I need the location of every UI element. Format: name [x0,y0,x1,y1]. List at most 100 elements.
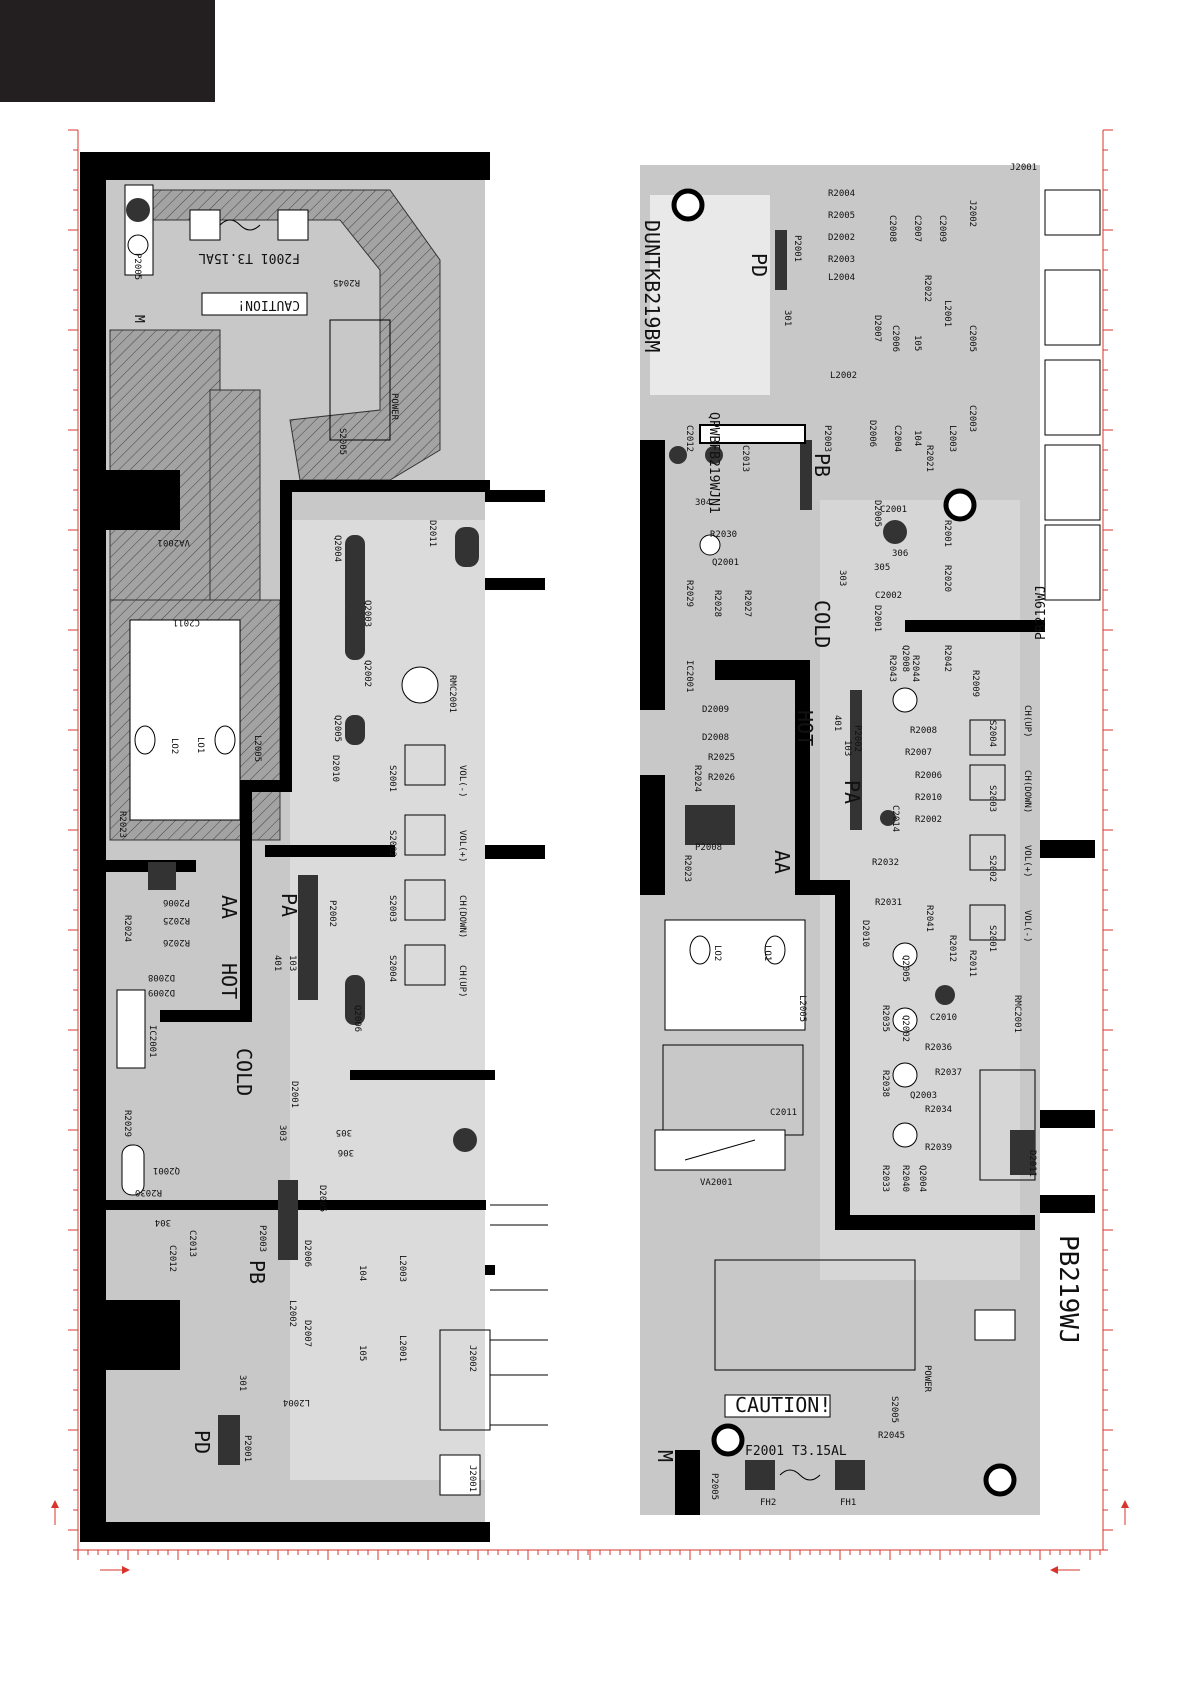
left-connector-p2002 [298,875,318,1000]
left-vol-plus-label: VOL(+) [457,830,467,863]
left-d2008-label: D2008 [148,972,175,982]
right-d2009-label: D2009 [702,705,729,715]
left-power-switch [329,319,391,441]
right-r2041-label: R2041 [924,905,934,932]
left-p2006-label: P2006 [163,897,190,907]
left-d2006-label: D2006 [302,1240,312,1267]
right-c2014-cap [880,810,896,826]
right-r2006-label: R2006 [915,771,942,781]
right-r2021-label: R2021 [924,445,934,472]
right-n301-label: 301 [782,310,792,326]
right-duntk-label: DUNTKB219BM [640,220,664,352]
right-hot-cold-vert1 [795,660,810,885]
right-pa-label: PA [840,780,864,804]
right-caution-box [724,1394,831,1418]
right-rail-b [905,620,1045,632]
left-lo2-label: LO2 [169,738,179,754]
left-edge-notch1 [80,470,180,530]
left-q2001-label: Q2001 [153,1165,180,1175]
right-n306-label: 306 [892,549,908,559]
right-transformer [664,919,806,1031]
right-c2012-label: C2012 [684,425,694,452]
left-l2002-label: L2002 [287,1300,297,1327]
right-j2002-label: J2002 [967,200,977,227]
right-mount-hole-bottom [711,1423,745,1457]
left-rail-b [265,845,395,857]
right-cold-label: COLD [810,600,834,648]
right-c2008-label: C2008 [887,215,897,242]
left-q2006-label: Q2006 [352,1005,362,1032]
right-s2004-label: S2004 [987,720,997,747]
right-hot-cold-vert2 [835,880,850,1230]
left-m-label: M [131,315,146,323]
right-r2043-label: R2043 [887,655,897,682]
left-hot-cold-line3 [240,780,292,792]
left-fuse-holder-fh1 [277,209,309,241]
right-tab1 [1040,840,1095,858]
right-q2003-label: Q2003 [910,1091,937,1101]
left-r2025-label: R2025 [163,915,190,925]
right-q2008-label: Q2008 [900,645,910,672]
right-r2002-label: R2002 [915,815,942,825]
left-n103-label: 103 [287,955,297,971]
right-mount-hole-top [671,188,705,222]
right-lo1-label: LO1 [762,945,772,961]
left-s2005-label: S2005 [337,428,347,455]
right-r2044-label: R2044 [910,655,920,682]
right-p2001-label: P2001 [792,235,802,262]
right-p2005-label: P2005 [709,1473,719,1500]
left-hot-cold-line1 [280,480,490,492]
right-d2011-label: D2011 [1027,1150,1037,1177]
left-q2005-label: Q2005 [332,715,342,742]
left-edge-notch2 [80,1300,180,1370]
left-n306-label: 306 [338,1147,354,1157]
left-p2001-label: P2001 [242,1435,252,1462]
right-d2008-label: D2008 [702,733,729,743]
right-r2025-label: R2025 [708,753,735,763]
right-s2001-label: S2001 [987,925,997,952]
right-r2001-label: R2001 [942,520,952,547]
left-board: F2001 T3.15AL CAUTION! POWER R2045 P2005… [80,152,548,1542]
right-r2009-label: R2009 [970,670,980,697]
left-power-label: POWER [389,393,399,421]
left-caution-box [201,292,308,316]
right-c2012-cap [669,446,687,464]
right-fuse-label: F2001 T3.15AL [745,1444,847,1459]
right-r2028-label: R2028 [712,590,722,617]
right-d2010-label: D2010 [860,920,870,947]
left-edge-left [80,152,106,1522]
right-connector-p2002 [850,690,862,830]
left-s2003-label: S2003 [387,895,397,922]
right-j2001-hidden: J2001 [1010,163,1037,173]
right-connector-p2005 [675,1450,700,1515]
left-r2026-label: R2026 [163,937,190,947]
right-c2011-label: C2011 [770,1108,797,1118]
left-rail-a [350,1070,495,1080]
right-r2010-label: R2010 [915,793,942,803]
left-r2029-label: R2029 [122,1110,132,1137]
right-r2030-label: R2030 [710,530,737,540]
right-c2005-label: C2005 [967,325,977,352]
right-q2001-label: Q2001 [712,558,739,568]
right-hot-label: HOT [793,710,817,746]
ruler-right [590,130,1104,1551]
ruler-left [77,130,590,1551]
left-d2007-label: D2007 [302,1320,312,1347]
right-fuse-holder-fh2 [745,1460,775,1490]
left-ch-down-label: CH(DOWN) [457,895,467,938]
right-c2013-cap [705,446,723,464]
left-tab2 [485,578,545,590]
right-d2001-label: D2001 [872,605,882,632]
left-tact-switches [404,744,446,986]
left-lo1-label: LO1 [195,737,205,753]
left-r2024-label: R2024 [122,915,132,942]
right-rmc-outline [979,1069,1036,1181]
left-ic2001-label: IC2001 [147,1025,157,1058]
right-c2003-label: C2003 [967,405,977,432]
left-p2005-pin1 [126,198,150,222]
right-r2022-label: R2022 [922,275,932,302]
right-r2011-label: R2011 [967,950,977,977]
right-d2002-label: D2002 [828,233,855,243]
right-c2009-label: C2009 [937,215,947,242]
left-va2001-label: VA2001 [157,537,190,547]
